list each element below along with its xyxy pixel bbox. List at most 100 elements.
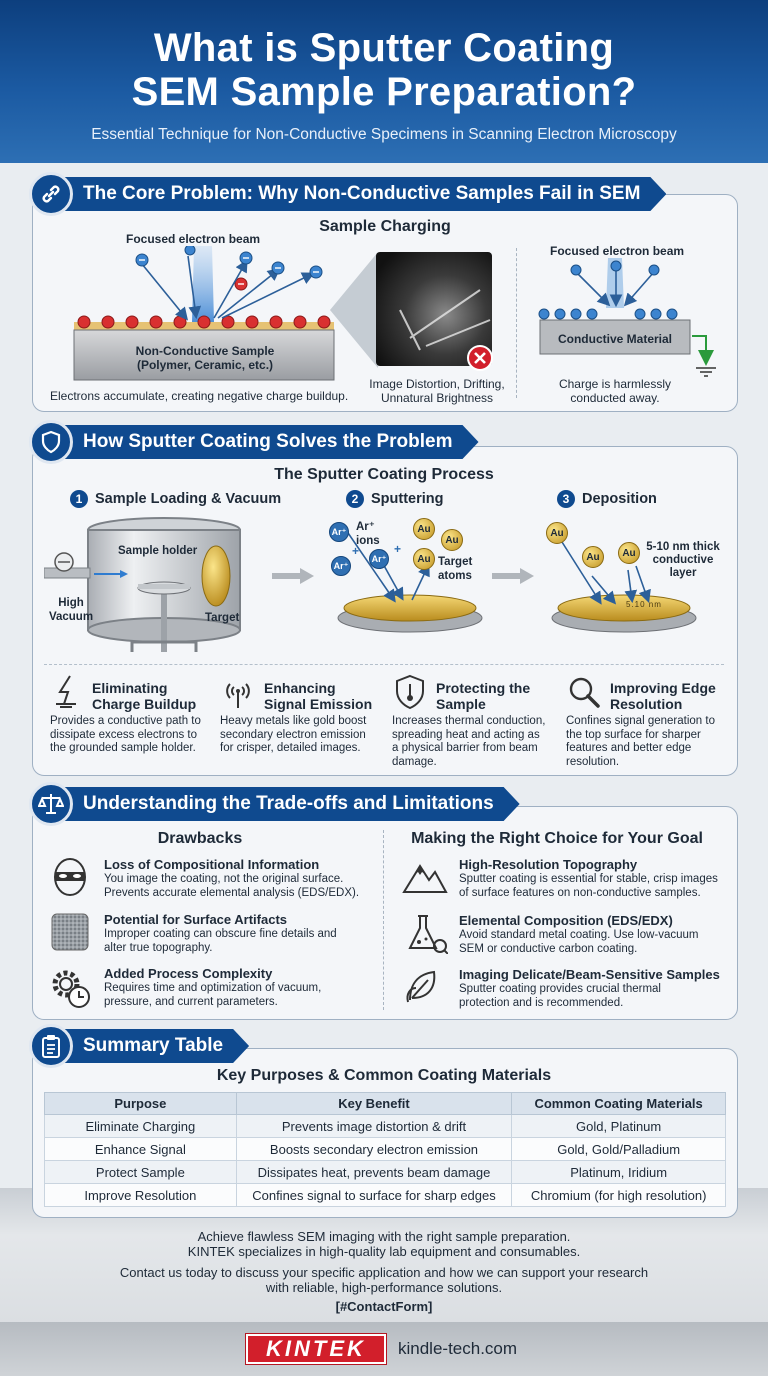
step-label: Deposition xyxy=(582,491,657,507)
title-line-1: What is Sputter Coating xyxy=(153,26,615,70)
ar-ion: Ar⁺ xyxy=(369,549,389,569)
choice-title: Elemental Composition (EDS/EDX) xyxy=(459,913,673,928)
table-cell: Dissipates heat, prevents beam damage xyxy=(235,1160,513,1184)
sem-image xyxy=(330,252,493,371)
link-icon xyxy=(29,172,73,216)
table-row: Improve Resolution Confines signal to su… xyxy=(44,1183,726,1207)
column-header: Common Coating Materials xyxy=(511,1092,726,1115)
choice-title: Imaging Delicate/Beam-Sensitive Samples xyxy=(459,967,720,982)
drawback-title: Potential for Surface Artifacts xyxy=(104,912,288,927)
target-label: Target xyxy=(205,612,240,624)
table-cell: Boosts secondary electron emission xyxy=(235,1137,513,1161)
drawback-text: Improper coating can obscure fine detail… xyxy=(104,928,337,954)
beam-label-left: Focused electron beam xyxy=(126,232,261,246)
tradeoffs-panel xyxy=(32,806,738,1020)
conductive-material-label: Conductive Material xyxy=(557,332,673,346)
au-atom: Au xyxy=(441,529,463,551)
mountain-icon xyxy=(402,864,448,893)
tradeoffs-banner-title: Understanding the Trade-offs and Limitat… xyxy=(59,787,520,821)
table-cell: Chromium (for high resolution) xyxy=(511,1183,726,1207)
table-cell: Enhance Signal xyxy=(44,1137,237,1161)
summary-banner-title: Summary Table xyxy=(59,1029,249,1063)
au-atom: Au xyxy=(413,518,435,540)
drawback-text: Requires time and optimization of vacuum… xyxy=(104,982,322,1008)
shield-thermometer-icon xyxy=(396,674,424,710)
table-row: Eliminate Charging Prevents image distor… xyxy=(44,1114,726,1138)
column-header: Key Benefit xyxy=(235,1092,513,1115)
ar-ion: Ar⁺ xyxy=(331,556,351,576)
step-number: 1 xyxy=(70,490,88,508)
table-row: Protect Sample Dissipates heat, prevents… xyxy=(44,1160,726,1184)
website-link[interactable]: kindle-tech.com xyxy=(398,1339,518,1358)
step-arrow xyxy=(492,568,534,584)
summary-heading: Key Purposes & Common Coating Materials xyxy=(216,1067,552,1084)
scale-icon xyxy=(29,782,73,826)
magnifier-icon xyxy=(569,677,600,708)
ar-ions-label: Ar⁺ions xyxy=(356,521,380,547)
step-arrow xyxy=(272,568,314,584)
caption-middle: Image Distortion, Drifting,Unnatural Bri… xyxy=(369,377,505,405)
clipboard-icon xyxy=(29,1024,73,1068)
tradeoffs-banner: Understanding the Trade-offs and Limitat… xyxy=(29,782,520,826)
lightning-ground-icon xyxy=(56,675,76,708)
choice-title: High-Resolution Topography xyxy=(459,857,638,872)
shield-icon xyxy=(29,420,73,464)
signal-antenna-icon xyxy=(226,683,250,708)
flask-icon xyxy=(408,915,448,954)
plus-sign: + xyxy=(352,544,360,558)
footer xyxy=(0,1188,768,1376)
step-number: 2 xyxy=(346,490,364,508)
column-header: Purpose xyxy=(44,1092,237,1115)
sputtering-diagram xyxy=(337,529,483,633)
vacuum-chamber-diagram xyxy=(44,517,241,652)
sample-label: Non-Conductive Sample(Polymer, Ceramic, … xyxy=(135,344,275,372)
beam-label-right: Focused electron beam xyxy=(550,244,685,258)
drawbacks-heading: Drawbacks xyxy=(157,830,243,847)
drawback-text: You image the coating, not the original … xyxy=(104,873,360,899)
footer-contact-text: Contact us today to discuss your specifi… xyxy=(119,1265,649,1295)
step-3: 3 Deposition xyxy=(557,490,657,508)
contact-form-link[interactable]: [#ContactForm] xyxy=(335,1299,433,1314)
page-subtitle: Essential Technique for Non-Conductive S… xyxy=(91,126,677,143)
ar-ion: Ar⁺ xyxy=(329,522,349,542)
table-cell: Improve Resolution xyxy=(44,1183,237,1207)
choice-text: Sputter coating provides crucial thermal… xyxy=(459,983,661,1009)
problem-banner-title: The Core Problem: Why Non-Conductive Sam… xyxy=(59,177,666,211)
au-atom: Au xyxy=(546,522,568,544)
sample-holder-label: Sample holder xyxy=(118,545,198,557)
table-cell: Confines signal to surface for sharp edg… xyxy=(235,1183,513,1207)
textured-surface-icon xyxy=(51,913,89,951)
problem-banner: The Core Problem: Why Non-Conductive Sam… xyxy=(29,172,666,216)
table-header-row: Purpose Key Benefit Common Coating Mater… xyxy=(44,1092,726,1115)
step-1: 1 Sample Loading & Vacuum xyxy=(70,490,281,508)
au-atom: Au xyxy=(618,542,640,564)
step-number: 3 xyxy=(557,490,575,508)
divider xyxy=(383,830,384,1010)
au-atom: Au xyxy=(413,548,435,570)
summary-table: Purpose Key Benefit Common Coating Mater… xyxy=(44,1092,726,1207)
step-2: 2 Sputtering xyxy=(346,490,444,508)
drawback-title: Loss of Compositional Information xyxy=(104,857,320,872)
layer-stamp: 5.10 nm xyxy=(626,600,662,609)
divider xyxy=(516,248,517,398)
choice-text: Sputter coating is essential for stable,… xyxy=(459,873,718,899)
table-cell: Gold, Gold/Palladium xyxy=(511,1137,726,1161)
caption-left: Electrons accumulate, creating negative … xyxy=(50,389,349,403)
sample-charging-heading: Sample Charging xyxy=(319,218,451,235)
choice-heading: Making the Right Choice for Your Goal xyxy=(411,830,703,847)
gear-clock-icon xyxy=(52,970,90,1008)
separator xyxy=(44,664,724,665)
kintek-logo: KINTEK xyxy=(245,1333,387,1365)
table-cell: Eliminate Charging xyxy=(44,1114,237,1138)
au-atom: Au xyxy=(582,546,604,568)
plus-sign: + xyxy=(394,542,402,556)
drawback-title: Added Process Complexity xyxy=(104,966,273,981)
table-row: Enhance Signal Boosts secondary electron… xyxy=(44,1137,726,1161)
table-cell: Gold, Platinum xyxy=(511,1114,726,1138)
masked-face-icon xyxy=(54,858,86,896)
